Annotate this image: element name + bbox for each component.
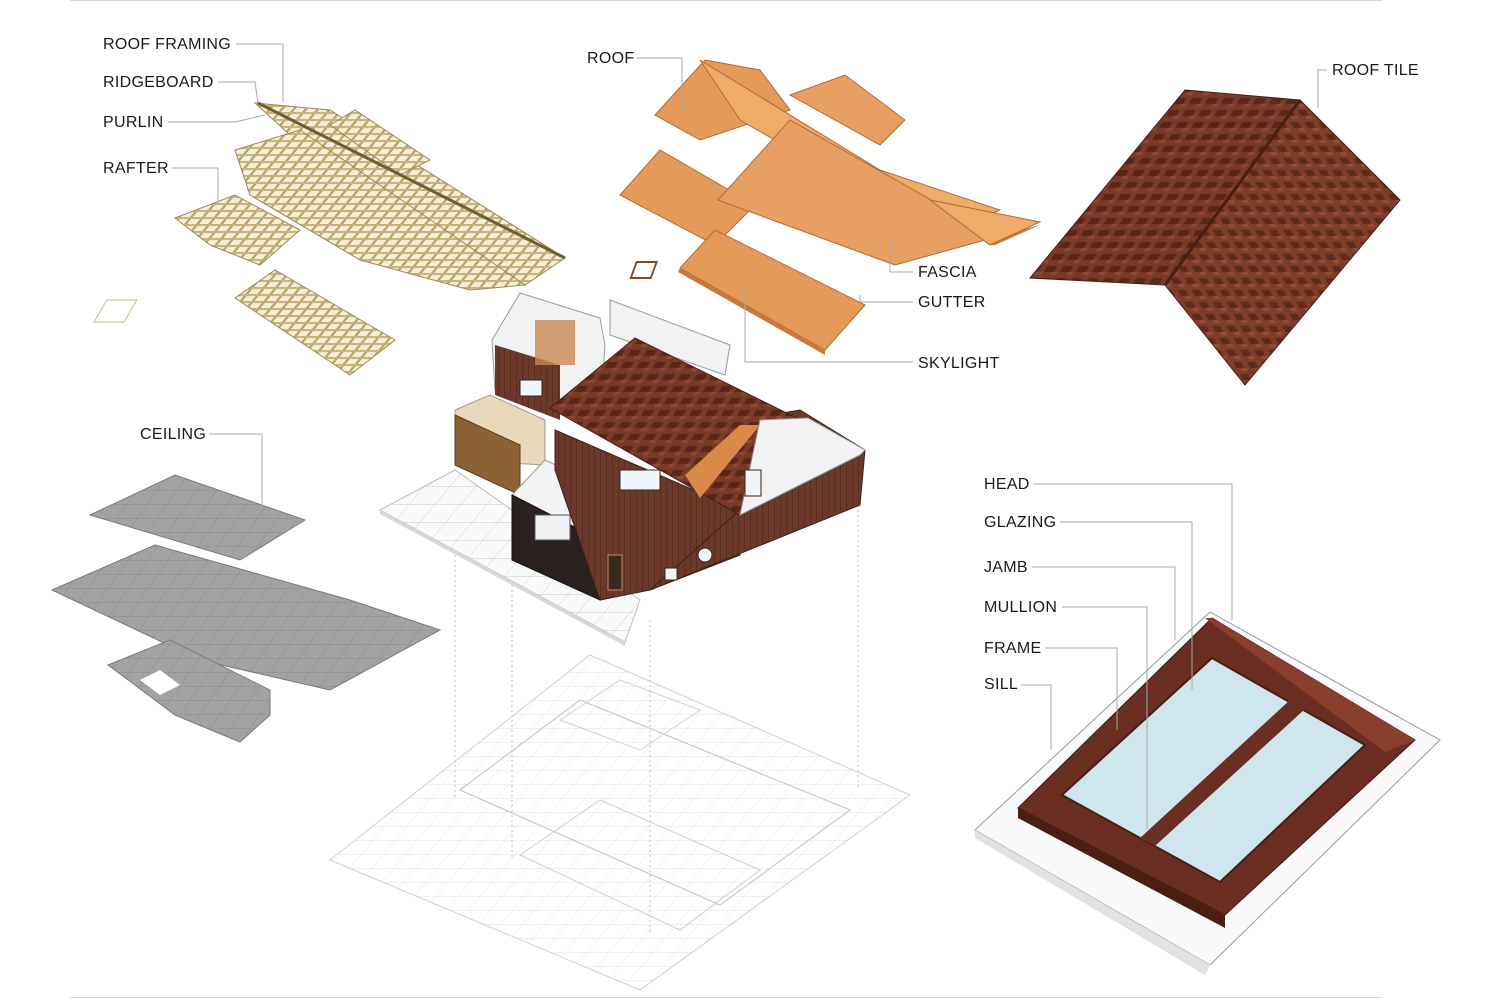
label-roof: ROOF <box>587 50 635 67</box>
label-mullion: MULLION <box>984 599 1058 616</box>
leader-lines <box>168 43 1327 830</box>
skylight-detail-model <box>974 611 1441 975</box>
floor-plan <box>329 505 912 991</box>
roof-tile-model <box>1028 89 1401 386</box>
ceiling-model <box>50 474 442 743</box>
top-rule <box>70 0 1382 1</box>
label-ceiling: CEILING <box>140 426 207 443</box>
label-jamb: JAMB <box>984 559 1028 576</box>
label-rafter: RAFTER <box>103 160 169 177</box>
label-glazing: GLAZING <box>984 514 1057 531</box>
label-fascia: FASCIA <box>918 264 977 281</box>
roof-model <box>619 59 1042 355</box>
house-model <box>378 292 866 646</box>
label-ridgeboard: RIDGEBOARD <box>103 74 214 91</box>
label-frame: FRAME <box>984 640 1042 657</box>
label-roof-tile: ROOF TILE <box>1332 62 1419 79</box>
label-gutter: GUTTER <box>918 294 986 311</box>
label-purlin: PURLIN <box>103 114 164 131</box>
roof-framing-model <box>93 101 566 376</box>
bottom-rule <box>70 997 1382 998</box>
label-sill: SILL <box>984 676 1019 693</box>
label-roof-framing: ROOF FRAMING <box>103 36 232 53</box>
label-skylight: SKYLIGHT <box>918 355 1000 372</box>
label-head: HEAD <box>984 476 1030 493</box>
